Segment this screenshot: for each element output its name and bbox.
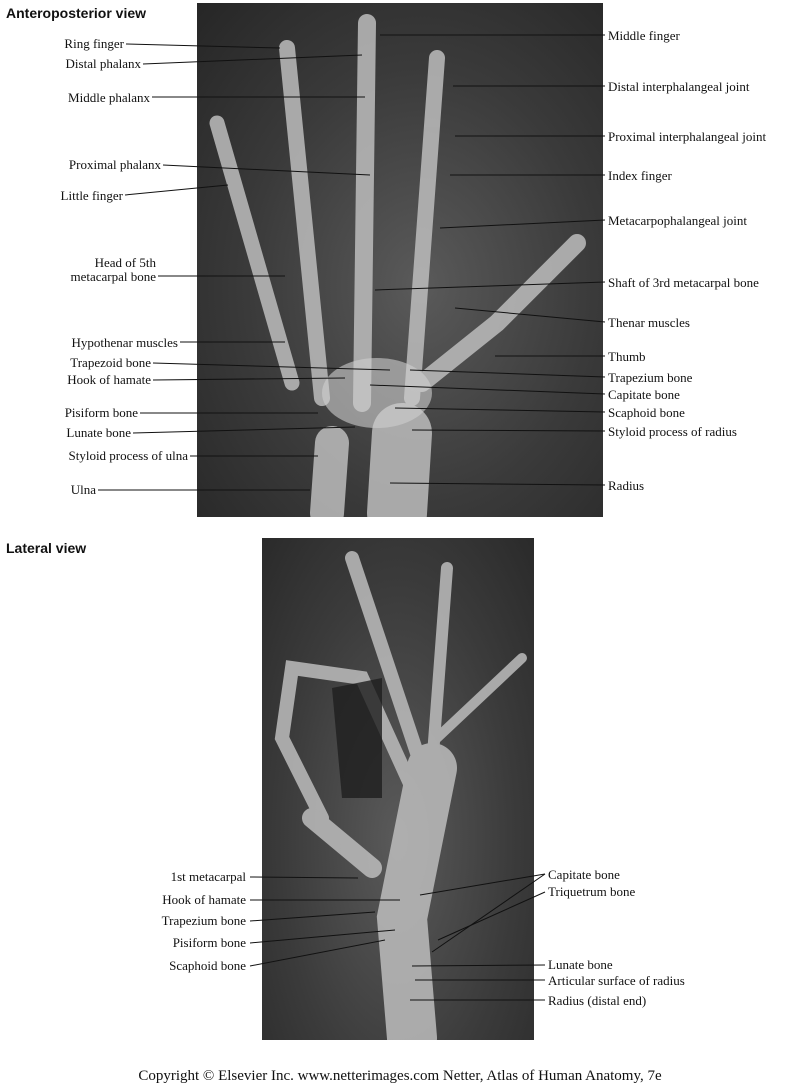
ap-label: Middle finger	[608, 28, 680, 43]
carpal-bones	[322, 358, 432, 428]
lateral-label: Hook of hamate	[162, 892, 246, 907]
ap-label: Index finger	[608, 168, 672, 183]
ap-label: Pisiform bone	[64, 405, 138, 420]
lateral-label: Articular surface of radius	[548, 973, 685, 988]
ap-label: Styloid process of radius	[608, 424, 737, 439]
leader-line	[411, 429, 606, 432]
ap-label: Capitate bone	[608, 387, 680, 402]
ap-label: Lunate bone	[66, 425, 131, 440]
lateral-label: Triquetrum bone	[548, 884, 636, 899]
ap-label: Metacarpophalangeal joint	[608, 213, 747, 228]
lateral-view-title: Lateral view	[6, 540, 87, 556]
hand-lateral-bones	[274, 551, 527, 1040]
lateral-label: 1st metacarpal	[170, 869, 246, 884]
ap-label: Trapezium bone	[608, 370, 693, 385]
lateral-label: Lunate bone	[548, 957, 613, 972]
leader-line	[454, 307, 606, 323]
lateral-label: Scaphoid bone	[169, 958, 246, 973]
ap-label: Middle phalanx	[68, 90, 150, 105]
leader-line	[152, 377, 346, 381]
leader-line	[431, 873, 546, 953]
leader-line	[249, 911, 376, 922]
ap-label: Proximal phalanx	[68, 157, 161, 172]
lateral-label: Pisiform bone	[172, 935, 246, 950]
ap-label: Scaphoid bone	[608, 405, 685, 420]
leader-line	[249, 939, 386, 967]
leader-line	[369, 384, 606, 395]
ap-label: Thumb	[608, 349, 646, 364]
ap-label: Trapezoid bone	[70, 355, 151, 370]
leader-line	[374, 281, 606, 291]
anteroposterior-view-title: Anteroposterior view	[6, 5, 147, 21]
ap-label: Styloid process of ulna	[68, 448, 188, 463]
leader-line	[162, 164, 371, 176]
ap-label: Distal phalanx	[65, 56, 141, 71]
ap-label: Ring finger	[64, 36, 124, 51]
leader-line	[125, 43, 281, 49]
copyright-text: Copyright © Elsevier Inc. www.netterimag…	[138, 1068, 662, 1084]
lateral-label: Trapezium bone	[161, 913, 246, 928]
ap-label: Thenar muscles	[608, 315, 690, 330]
ap-label: Hypothenar muscles	[71, 335, 178, 350]
ap-label: Ulna	[70, 482, 96, 497]
leader-line	[437, 891, 546, 941]
lateral-label: Radius (distal end)	[548, 993, 647, 1008]
leader-line	[411, 964, 546, 967]
leader-line	[142, 54, 363, 65]
ap-label: Little finger	[60, 188, 123, 203]
ap-label: metacarpal bone	[70, 269, 156, 284]
ap-label: Distal interphalangeal joint	[608, 79, 750, 94]
anteroposterior-xray-image	[197, 3, 603, 517]
ap-label: Shaft of 3rd metacarpal bone	[608, 275, 759, 290]
ap-label: Head of 5th	[94, 255, 156, 270]
ap-label: Radius	[608, 478, 645, 493]
leader-line	[249, 876, 359, 879]
leader-line	[152, 362, 391, 371]
leader-line	[389, 482, 606, 486]
leader-line	[409, 369, 606, 378]
hand-ap-bones	[209, 14, 586, 517]
lateral-xray-image	[262, 538, 534, 1040]
leader-line	[439, 219, 606, 229]
lateral-label: Capitate bone	[548, 867, 620, 882]
leader-line	[394, 407, 606, 413]
leader-line	[249, 929, 396, 944]
leader-line	[132, 426, 356, 434]
ap-label: Hook of hamate	[67, 372, 151, 387]
ap-label: Proximal interphalangeal joint	[608, 129, 767, 144]
leader-line	[419, 873, 546, 896]
leader-line	[124, 184, 229, 196]
